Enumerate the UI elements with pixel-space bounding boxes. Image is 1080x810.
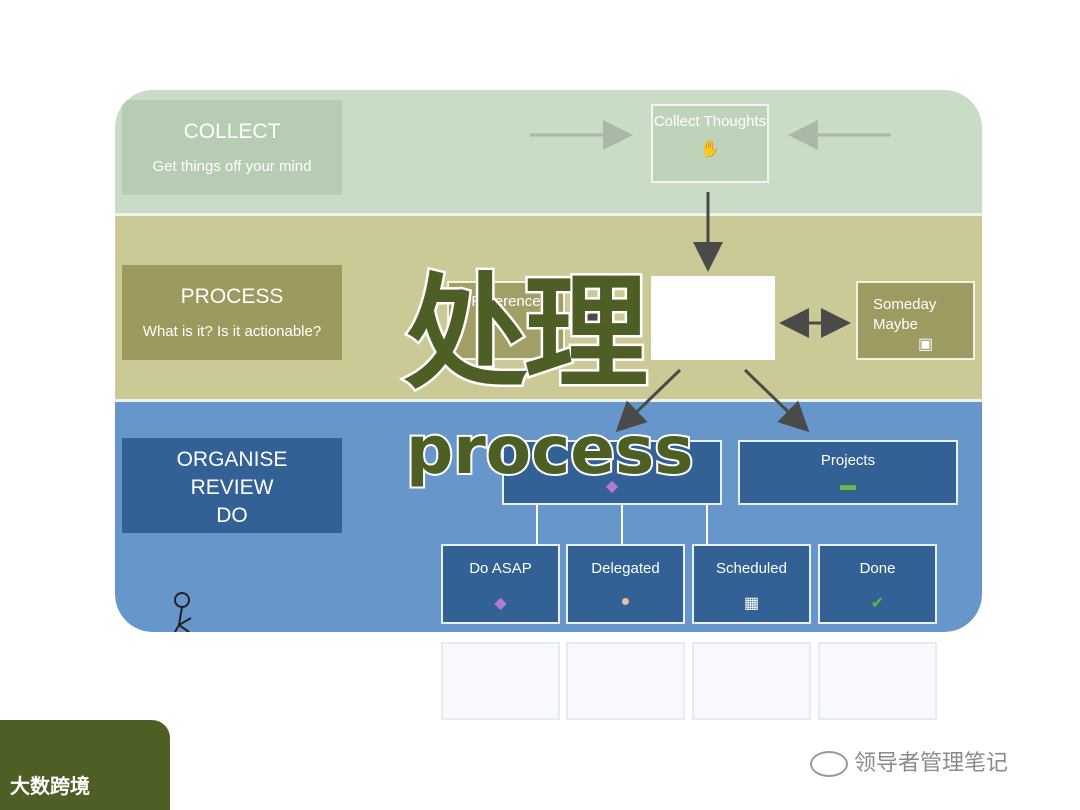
collect-thoughts-label: Collect Thoughts — [653, 113, 767, 130]
band-divider — [115, 399, 982, 402]
done-box: Done ✔ — [818, 544, 937, 624]
scheduled-box: Scheduled ▦ — [692, 544, 811, 624]
someday-maybe-box: Someday Maybe ▣ — [856, 281, 975, 360]
reflection-box — [441, 642, 560, 720]
actionable-decision-box — [651, 276, 775, 360]
gem-icon: ◆ — [494, 595, 507, 612]
review-line: REVIEW — [190, 476, 274, 499]
someday-maybe-label: Someday Maybe — [873, 296, 937, 333]
checkmark-icon: ✔ — [870, 595, 885, 612]
collect-subtitle: Get things off your mind — [152, 158, 312, 175]
delegated-box: Delegated ● — [566, 544, 685, 624]
done-label: Done — [859, 560, 896, 577]
hand-icon: ✋ — [700, 141, 720, 158]
reflection-box — [692, 642, 811, 720]
book-icon: ▪ — [503, 318, 509, 335]
watermark-text: 领导者管理笔记 — [854, 751, 1009, 776]
thinking-figure-icon — [174, 592, 192, 632]
calendar-icon: ▦ — [743, 595, 760, 612]
projects-box: Projects ▬ — [738, 440, 958, 505]
gem-icon: ◆ — [605, 478, 619, 495]
process-title: PROCESS — [180, 285, 284, 308]
reference-box: Reference ▪ — [447, 281, 565, 360]
process-subtitle: What is it? Is it actionable? — [142, 323, 322, 340]
brand-name: 大数跨境 — [10, 774, 90, 798]
organise-title: ORGANISE REVIEW DO — [122, 446, 342, 530]
reference-label: Reference — [471, 293, 541, 310]
arrow-to-actions — [615, 368, 682, 433]
do-asap-box: Do ASAP ◆ — [441, 544, 560, 624]
arrow-to-projects — [743, 368, 810, 433]
reflection-box — [566, 642, 685, 720]
next-actions-box: ◆ — [502, 440, 722, 505]
wechat-icon — [810, 751, 848, 777]
calendar-question-icon: ▣ — [918, 336, 934, 353]
scheduled-label: Scheduled — [716, 560, 787, 577]
collect-thoughts-box: Collect Thoughts ✋ — [651, 104, 769, 183]
wechat-watermark: 领导者管理笔记 — [810, 745, 1008, 777]
band-divider — [115, 213, 982, 216]
organise-line: ORGANISE — [176, 448, 288, 471]
collect-label: COLLECT Get things off your mind — [122, 100, 342, 195]
process-label: PROCESS What is it? Is it actionable? — [122, 265, 342, 360]
person-icon: ● — [620, 593, 631, 610]
brand-corner — [0, 720, 170, 810]
projects-label: Projects — [820, 452, 876, 469]
overlay-english-title: process — [404, 412, 696, 489]
delegated-label: Delegated — [591, 560, 660, 577]
reflection-box — [818, 642, 937, 720]
do-line: DO — [216, 504, 248, 527]
collect-title: COLLECT — [183, 120, 281, 143]
organise-label: ORGANISE REVIEW DO — [122, 438, 342, 533]
do-asap-label: Do ASAP — [469, 560, 532, 577]
overlay-chinese-title: 处理 — [401, 262, 650, 406]
gtd-workflow-diagram: COLLECT Get things off your mind PROCESS… — [115, 90, 982, 632]
connector-arrows — [174, 120, 891, 632]
money-icon: ▬ — [840, 477, 856, 494]
